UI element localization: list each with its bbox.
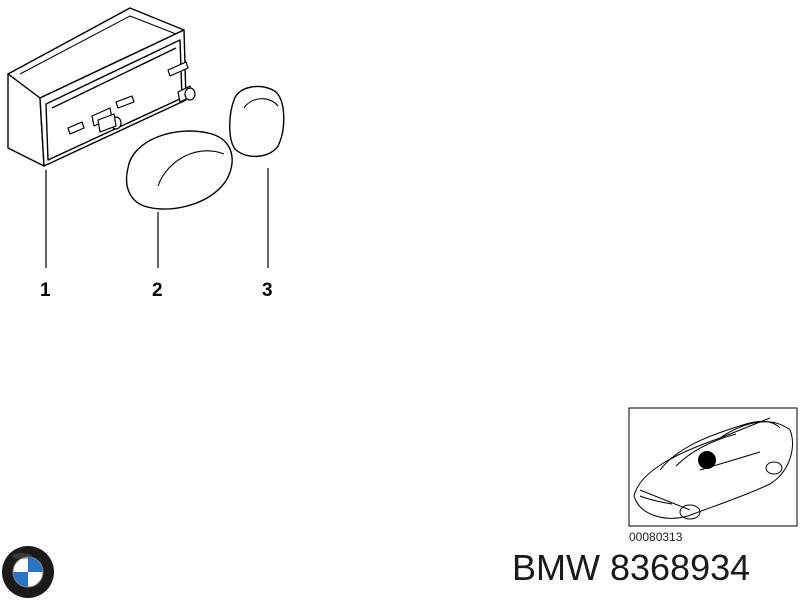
cover-cap-large-part (125, 130, 233, 210)
reference-code: 00080313 (629, 530, 683, 544)
car-outline (633, 417, 793, 520)
cover-cap-small-part (229, 85, 285, 157)
callout-1: 1 (40, 280, 51, 301)
control-unit-part (7, 7, 196, 167)
part-number-title: BMW 8368934 (512, 547, 751, 588)
location-inset (628, 407, 798, 527)
bmw-logo (2, 546, 54, 598)
location-marker-dot (698, 451, 716, 469)
callout-2: 2 (152, 280, 163, 301)
callout-3: 3 (262, 280, 273, 301)
